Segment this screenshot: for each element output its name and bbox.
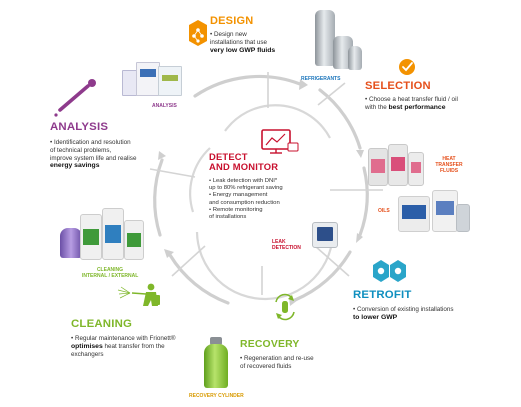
heat-transfer-fluids-caption: HEAT TRANSFER FLUIDS bbox=[432, 156, 466, 174]
selection-line-2: with the best performance bbox=[365, 104, 458, 112]
detect-b2-line-2: and consumption reduction bbox=[209, 199, 280, 206]
analysis-line-2: of technical problems, bbox=[50, 146, 112, 154]
detect-title-line-1: DETECT bbox=[209, 151, 248, 162]
analysis-description: • Identification and resolution of techn… bbox=[50, 139, 136, 170]
spokes bbox=[149, 72, 383, 295]
analysis-line-3: improve system life and realise bbox=[50, 154, 137, 162]
recovery-cylinder-image bbox=[203, 337, 229, 389]
cleaning-line-3: exchangers bbox=[71, 350, 104, 358]
outer-ring bbox=[153, 74, 369, 305]
two-cylinders-icon bbox=[373, 260, 406, 282]
oils-caption: OILS bbox=[378, 208, 390, 214]
selection-line-2-plain: with the bbox=[365, 103, 389, 111]
detect-description: • Leak detection with DNI* up to 80% ref… bbox=[209, 178, 283, 221]
design-line-2: installations that use bbox=[210, 38, 268, 46]
leak-detection-device-image bbox=[312, 222, 338, 248]
heat-caption-line-3: FLUIDS bbox=[439, 168, 459, 174]
oils-image bbox=[398, 190, 470, 240]
dropper-icon bbox=[54, 79, 96, 117]
cleaning-caption-line-1: CLEANING bbox=[96, 267, 124, 273]
cleaning-title: CLEANING bbox=[71, 318, 133, 330]
recovery-cylinder-caption: RECOVERY CYLINDER bbox=[189, 393, 244, 399]
retrofit-title: RETROFIT bbox=[353, 289, 412, 301]
checkmark-circle-icon bbox=[399, 59, 415, 75]
refrigerants-caption: REFRIGERANTS bbox=[301, 76, 341, 82]
cleaning-line-2-plain: heat transfer from the bbox=[102, 342, 165, 350]
selection-line-2-bold: best performance bbox=[388, 103, 446, 111]
cleaning-line-2-bold: optimises bbox=[71, 342, 103, 350]
selection-description: • Choose a heat transfer fluid / oil wit… bbox=[365, 96, 458, 112]
design-description: • Design new installations that use very… bbox=[210, 31, 275, 54]
heat-caption-line-1: HEAT bbox=[442, 156, 456, 162]
refrigerants-image bbox=[303, 10, 363, 72]
cleaning-products-image bbox=[60, 208, 144, 260]
cleaning-description: • Regular maintenance with Frionett® opt… bbox=[71, 335, 176, 358]
design-title: DESIGN bbox=[210, 15, 254, 27]
analysis-line-4: energy savings bbox=[50, 162, 100, 170]
detect-b3-line-2: of installations bbox=[209, 214, 247, 221]
detect-b3-line-1: • Remote monitoring bbox=[209, 206, 263, 213]
detect-title-line-2: AND MONITOR bbox=[209, 161, 279, 173]
ring-arrowheads bbox=[158, 79, 364, 306]
heat-caption-line-2: TRANSFER bbox=[435, 162, 463, 168]
leak-detection-caption: LEAK DETECTION bbox=[272, 239, 301, 251]
monitor-chart-icon bbox=[261, 129, 299, 154]
inner-ring bbox=[189, 104, 335, 301]
selection-title: SELECTION bbox=[365, 80, 431, 92]
detect-b1-line-1: • Leak detection with DNI* bbox=[209, 178, 278, 184]
heat-transfer-fluids-image bbox=[368, 140, 428, 188]
cleaning-line-1: • Regular maintenance with Frionett® bbox=[71, 335, 176, 342]
detect-b2-line-1: • Energy management bbox=[209, 192, 268, 199]
person-spraying-icon bbox=[117, 283, 160, 306]
retrofit-line-2: to lower GWP bbox=[353, 313, 398, 321]
analysis-kits-image bbox=[122, 62, 182, 96]
recovery-title: RECOVERY bbox=[240, 339, 300, 350]
design-line-3: very low GWP fluids bbox=[210, 46, 276, 54]
recovery-line-1: • Regeneration and re-use bbox=[240, 355, 314, 362]
recycle-cylinder-icon bbox=[275, 293, 295, 321]
recovery-line-2: of recovered fluids bbox=[240, 362, 292, 370]
design-line-1: • Design new bbox=[210, 31, 247, 38]
selection-line-1: • Choose a heat transfer fluid / oil bbox=[365, 96, 458, 103]
detect-b1-line-2: up to 80% refrigerant saving bbox=[209, 185, 283, 192]
detect-title: DETECT AND MONITOR bbox=[209, 151, 279, 173]
retrofit-description: • Conversion of existing installations t… bbox=[353, 306, 454, 322]
leak-caption-line-1: LEAK bbox=[272, 239, 286, 245]
flask-network-icon bbox=[189, 20, 207, 46]
leak-caption-line-2: DETECTION bbox=[272, 245, 301, 251]
cleaning-line-2: optimises heat transfer from the bbox=[71, 343, 176, 351]
recovery-description: • Regeneration and re-use of recovered f… bbox=[240, 355, 314, 371]
analysis-caption: ANALYSIS bbox=[152, 103, 177, 109]
cleaning-products-caption: CLEANING INTERNAL / EXTERNAL bbox=[82, 267, 138, 279]
cleaning-caption-line-2: INTERNAL / EXTERNAL bbox=[82, 273, 139, 279]
analysis-title: ANALYSIS bbox=[50, 121, 109, 133]
analysis-line-1: • Identification and resolution bbox=[50, 139, 131, 146]
retrofit-line-1: • Conversion of existing installations bbox=[353, 306, 454, 313]
